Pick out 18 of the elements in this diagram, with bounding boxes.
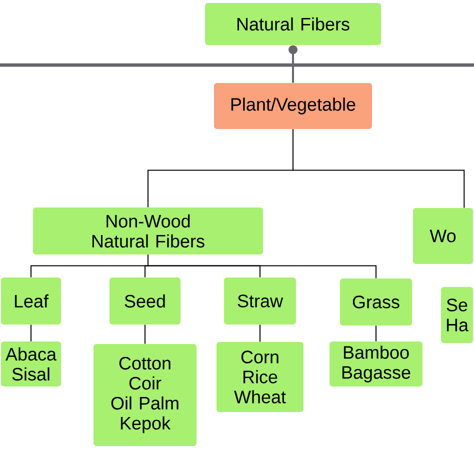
category-box: Leaf bbox=[1, 278, 61, 324]
category-box: Seed bbox=[110, 278, 180, 324]
example-box: Cotton Coir Oil Palm Kepok bbox=[94, 344, 196, 446]
category-box: Wo bbox=[413, 208, 473, 264]
pin-connector bbox=[288, 45, 298, 83]
example-box: Corn Rice Wheat bbox=[216, 342, 304, 412]
category-box: Grass bbox=[340, 278, 412, 326]
category-box: Plant/Vegetable bbox=[214, 83, 372, 129]
example-box: Bamboo Bagasse bbox=[330, 342, 422, 386]
connector bbox=[144, 324, 146, 344]
category-box: Non-Wood Natural Fibers bbox=[33, 208, 263, 254]
example-box: Se Ha bbox=[441, 287, 473, 343]
connector bbox=[148, 254, 376, 279]
category-box: Straw bbox=[224, 278, 296, 324]
category-box: Natural Fibers bbox=[205, 3, 381, 45]
connector bbox=[292, 128, 465, 208]
example-box: Abaca Sisal bbox=[1, 342, 61, 386]
connector bbox=[30, 324, 32, 342]
